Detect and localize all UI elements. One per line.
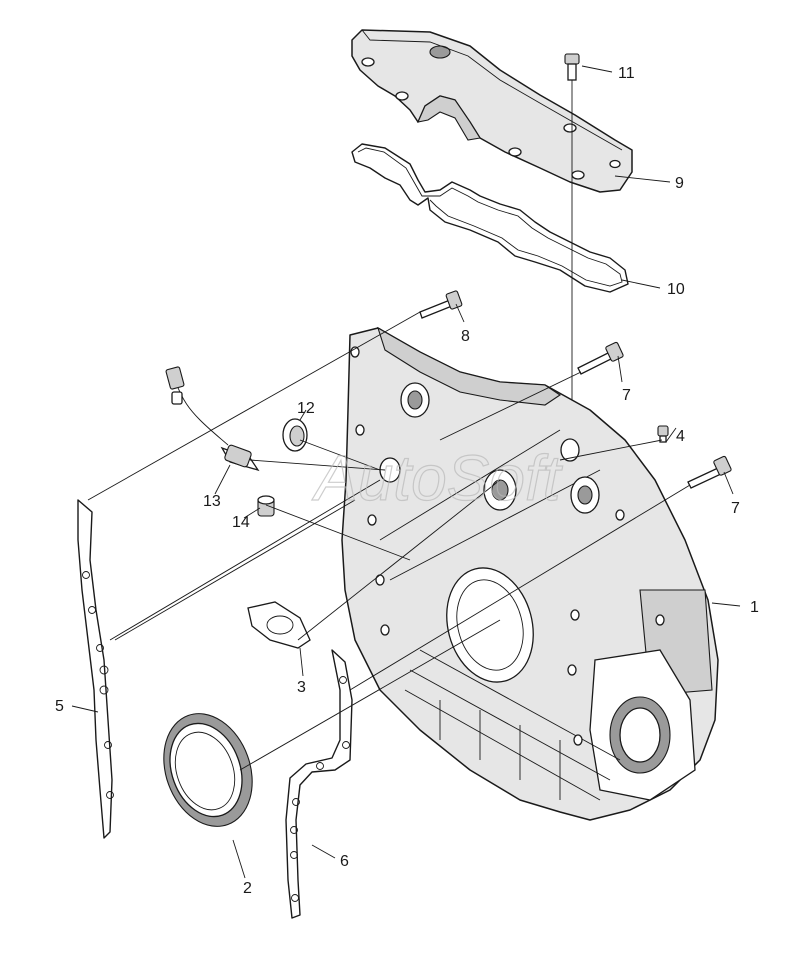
callout-9: 9 — [675, 175, 684, 192]
callout-1: 1 — [750, 599, 759, 616]
part-3-gasket — [247, 601, 311, 649]
part-1-housing — [341, 326, 719, 821]
part-7-bolt-lower — [687, 455, 732, 489]
callout-13: 13 — [203, 493, 221, 510]
part-10-gasket — [351, 143, 629, 293]
part-5-gasket-strip — [77, 499, 114, 839]
assembly-lines — [87, 311, 691, 771]
callout-8: 8 — [461, 328, 470, 345]
part-8-bolt — [419, 290, 463, 319]
part-4-bolt — [657, 425, 669, 443]
callout-2: 2 — [243, 880, 252, 897]
part-7-bolt-upper — [577, 341, 624, 375]
part-14-plug — [257, 495, 275, 517]
watermark-text: AutoSoft — [311, 442, 563, 514]
callout-10: 10 — [667, 281, 685, 298]
part-6-gasket-strip — [285, 649, 353, 919]
callout-6: 6 — [340, 853, 349, 870]
callout-5: 5 — [55, 698, 64, 715]
callout-3: 3 — [297, 679, 306, 696]
callout-7-lower: 7 — [731, 500, 740, 517]
part-13-sensor — [165, 366, 260, 472]
part-9-top-cover — [351, 29, 633, 193]
callout-14: 14 — [232, 514, 250, 531]
part-11-bolt — [564, 53, 580, 430]
leader-lines — [71, 65, 741, 879]
part-12-seal — [282, 418, 308, 452]
callout-labels: 1 2 3 4 5 6 7 7 8 9 10 11 12 13 14 — [55, 65, 759, 897]
callout-12: 12 — [297, 400, 315, 417]
part-2-seal-ring — [163, 713, 253, 827]
callout-7-upper: 7 — [622, 387, 631, 404]
callout-4: 4 — [676, 428, 685, 445]
callout-11: 11 — [618, 65, 635, 82]
